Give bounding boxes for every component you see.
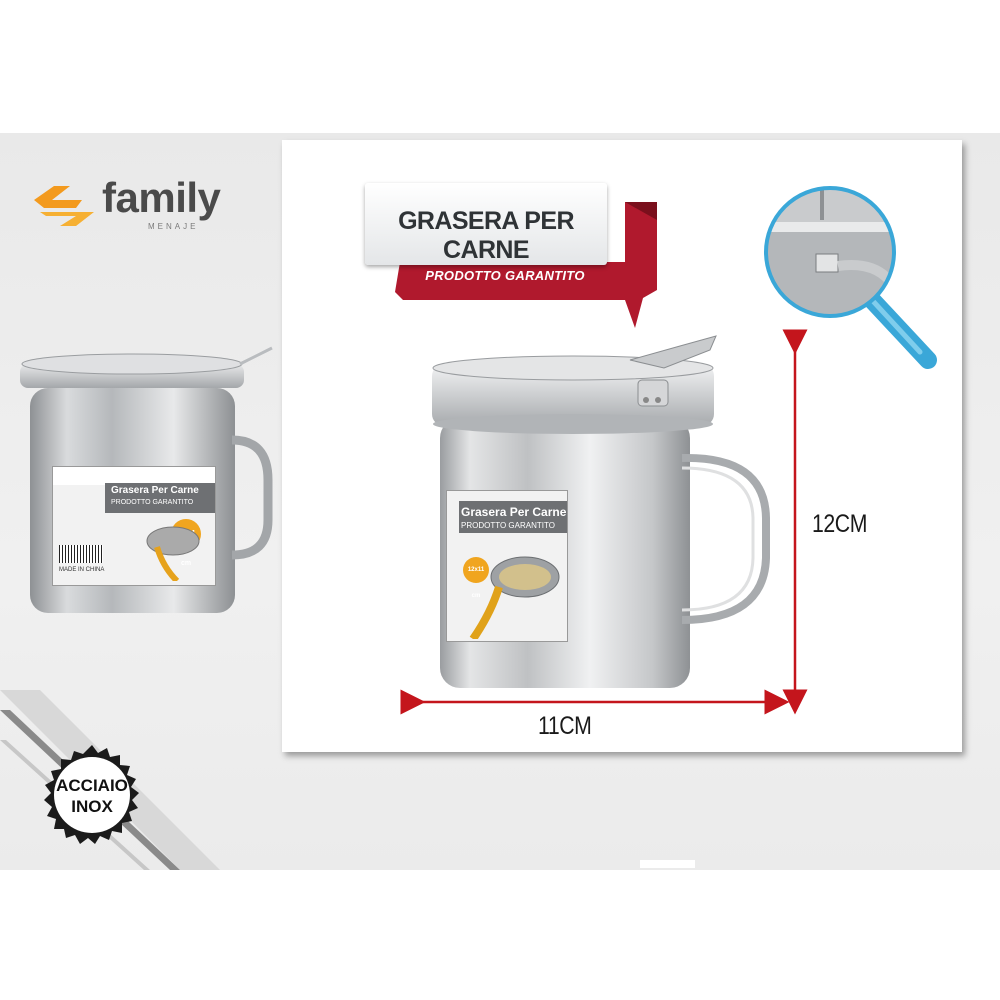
- decor-bar: [640, 860, 695, 868]
- main-label-size-badge: 12x11 cm: [463, 557, 489, 599]
- badge-line2: INOX: [71, 797, 113, 816]
- subtitle: PRODOTTO GARANTITO: [425, 268, 585, 283]
- brand-logo-icon: [34, 186, 94, 226]
- label-product-name: Grasera Per Carne: [111, 485, 199, 496]
- oil-pour-icon: [146, 526, 200, 581]
- title-card: GRASERA PER CARNE: [365, 183, 607, 265]
- brand-logo: family MENAJE: [30, 174, 260, 240]
- label-origin: MADE IN CHINA: [59, 567, 105, 573]
- badge-line1: ACCIAIO: [56, 776, 128, 795]
- magnifier-icon: [764, 186, 937, 369]
- main-label-product-sub: PRODOTTO GARANTITO: [461, 521, 555, 530]
- seal-icon: [44, 745, 139, 844]
- badge-text: ACCIAIO INOX: [40, 775, 144, 817]
- product-image: Grasera Per Carne PRODOTTO GARANTITO 12x…: [420, 328, 780, 698]
- product-label: Grasera Per Carne PRODOTTO GARANTITO 12x…: [52, 466, 216, 586]
- red-banner: [395, 202, 657, 328]
- width-label: 11CM: [538, 712, 592, 740]
- barcode-icon: [59, 545, 103, 563]
- main-product-label: Grasera Per Carne PRODOTTO GARANTITO 12x…: [446, 490, 568, 642]
- page-title: GRASERA PER CARNE: [398, 207, 574, 264]
- dimension-arrows: [400, 329, 808, 715]
- label-product-sub: PRODOTTO GARANTITO: [111, 499, 194, 506]
- height-label: 12CM: [812, 510, 867, 538]
- zoom-detail: [760, 180, 940, 370]
- brand-name: family: [102, 174, 221, 221]
- main-label-product-name: Grasera Per Carne: [461, 505, 567, 519]
- main-oil-pour-icon: [469, 556, 560, 639]
- brand-tagline: MENAJE: [148, 222, 199, 231]
- stainless-steel-badge: ACCIAIO INOX: [40, 745, 144, 849]
- product-thumbnail: Grasera Per Carne PRODOTTO GARANTITO 12x…: [10, 340, 275, 620]
